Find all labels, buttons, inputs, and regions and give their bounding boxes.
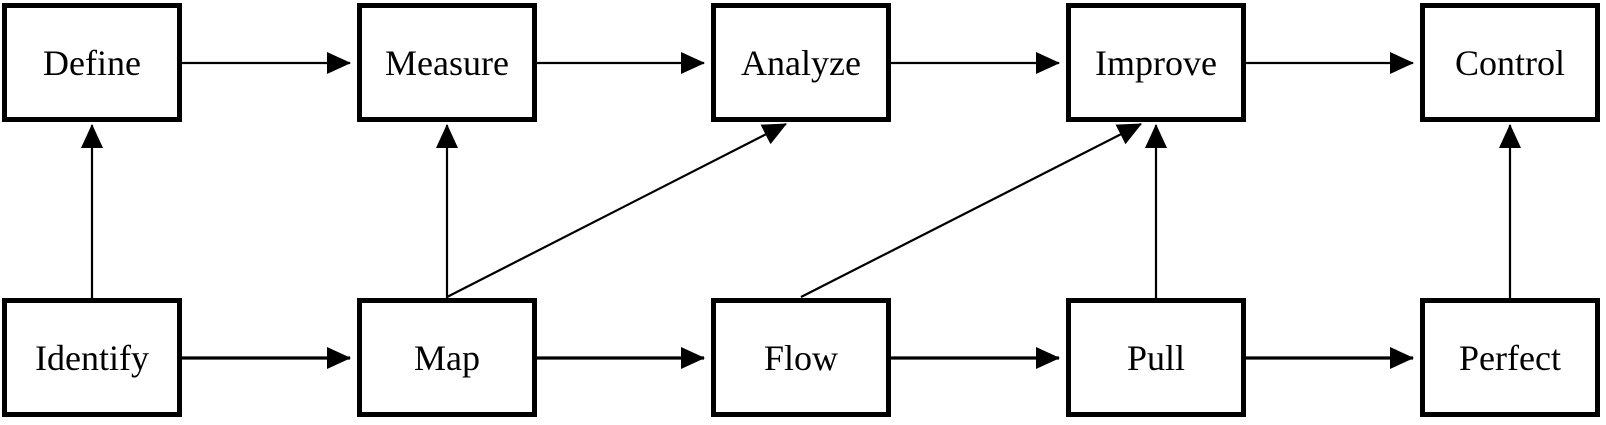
- improve-box: [1066, 3, 1246, 122]
- define-label: Define: [43, 43, 141, 83]
- perfect-node: Perfect: [1420, 298, 1600, 417]
- identify-label: Identify: [35, 338, 149, 378]
- map-node: Map: [357, 298, 537, 417]
- pull-label: Pull: [1127, 338, 1185, 378]
- control-label: Control: [1455, 43, 1565, 83]
- measure-box: [357, 3, 537, 122]
- flow-node: Flow: [711, 298, 891, 417]
- pull-node: Pull: [1066, 298, 1246, 417]
- analyze-label: Analyze: [741, 43, 861, 83]
- analyze-box: [711, 3, 891, 122]
- define-box: [2, 3, 182, 122]
- arrow-map-to-analyze: [446, 123, 787, 298]
- map-label: Map: [414, 338, 480, 378]
- improve-node: Improve: [1066, 3, 1246, 122]
- arrow-flow-to-improve: [800, 123, 1142, 298]
- identify-node: Identify: [2, 298, 182, 417]
- perfect-box: [1420, 298, 1600, 417]
- pull-box: [1066, 298, 1246, 417]
- define-node: Define: [2, 3, 182, 122]
- perfect-label: Perfect: [1459, 338, 1561, 378]
- improve-label: Improve: [1095, 43, 1217, 83]
- measure-label: Measure: [385, 43, 509, 83]
- control-node: Control: [1420, 3, 1600, 122]
- identify-box: [2, 298, 182, 417]
- flow-label: Flow: [764, 338, 838, 378]
- analyze-node: Analyze: [711, 3, 891, 122]
- measure-node: Measure: [357, 3, 537, 122]
- map-box: [357, 298, 537, 417]
- control-box: [1420, 3, 1600, 122]
- flow-box: [711, 298, 891, 417]
